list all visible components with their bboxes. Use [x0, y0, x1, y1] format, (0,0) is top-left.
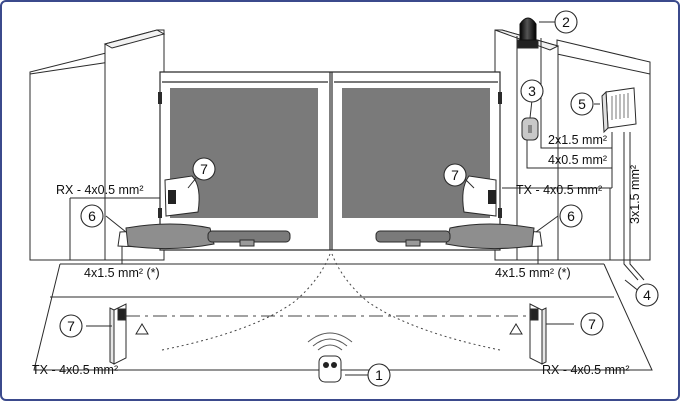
- callout-6-right: 6: [567, 208, 575, 224]
- callout-2: 2: [562, 14, 570, 30]
- callout-leaders: [86, 21, 641, 376]
- gate-swing-arcs: [161, 253, 501, 351]
- left-motor: [117, 223, 291, 250]
- callout-5: 5: [578, 96, 586, 112]
- callout-4: 4: [643, 287, 651, 303]
- callout-3: 3: [528, 83, 536, 99]
- right-motor: [375, 223, 543, 250]
- flashing-lamp-icon: [517, 17, 539, 49]
- cable-label-tx-right: TX - 4x0.5 mm²: [516, 183, 602, 197]
- callout-7-left-column: 7: [67, 318, 75, 334]
- cable-label-rx-column: RX - 4x0.5 mm²: [542, 363, 630, 377]
- left-photocell-column: [109, 303, 127, 365]
- callout-circles: [59, 10, 659, 387]
- left-gate-photocell: [164, 175, 200, 217]
- cable-label-motor-left: 4x1.5 mm² (*): [84, 266, 160, 280]
- right-photocell-column: [529, 303, 547, 365]
- left-reflector: [135, 323, 149, 335]
- callout-7-left-photocell: 7: [200, 161, 208, 177]
- callout-7-right-column: 7: [588, 316, 596, 332]
- callout-7-right-photocell: 7: [451, 167, 459, 183]
- remote-control-icon: [307, 332, 353, 383]
- right-gate-photocell: [462, 175, 497, 217]
- cable-label-rx-left: RX - 4x0.5 mm²: [56, 183, 144, 197]
- right-reflector: [509, 323, 523, 335]
- cable-label-motor-right: 4x1.5 mm² (*): [495, 266, 571, 280]
- cable-label-key-selector: 4x0.5 mm²: [548, 153, 607, 167]
- ground-area: [33, 263, 653, 371]
- control-unit-icon: [601, 87, 637, 134]
- key-selector-icon: [521, 117, 539, 141]
- gate-hinges: [158, 92, 502, 218]
- cable-label-lamp: 2x1.5 mm²: [548, 133, 607, 147]
- callout-1: 1: [375, 367, 383, 383]
- wiring-lines: [69, 38, 645, 281]
- cable-label-power: 3x1.5 mm²: [628, 165, 642, 224]
- cable-label-tx-column: TX - 4x0.5 mm²: [32, 363, 118, 377]
- callout-6-left: 6: [88, 208, 96, 224]
